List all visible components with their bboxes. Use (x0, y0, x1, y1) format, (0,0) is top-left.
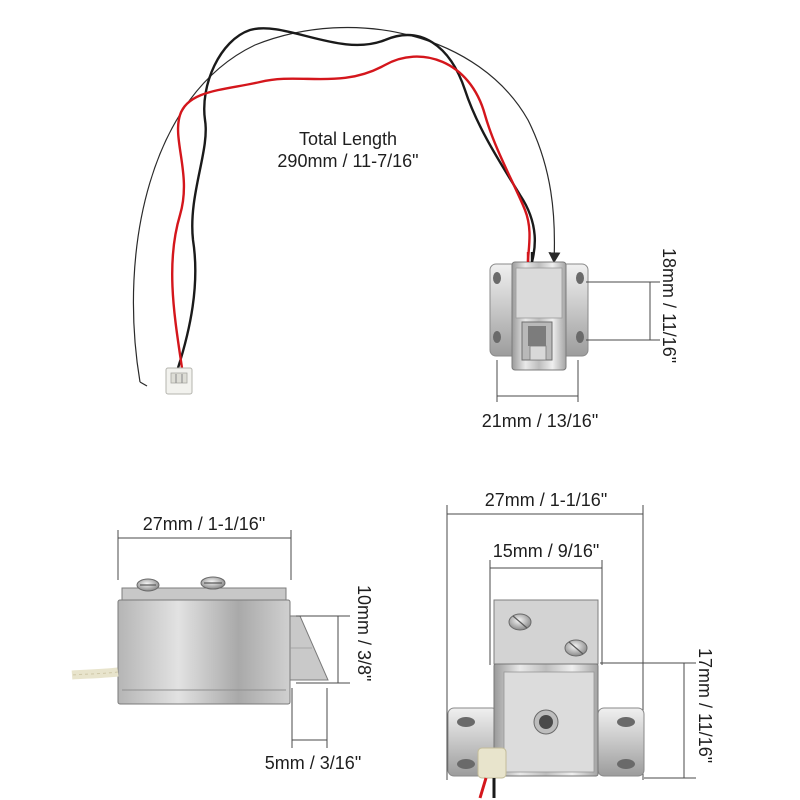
total-length-title: Total Length (298, 129, 398, 149)
total-length-value: 290mm / 11-7/16" (277, 151, 419, 171)
side-latch-height-label: 10mm / 3/8" (354, 585, 374, 682)
front-width-label: 27mm / 1-1/16" (484, 490, 608, 510)
dim-top-width (496, 360, 579, 402)
jst-connector (165, 367, 193, 395)
front-height-label: 17mm / 11/16" (695, 648, 715, 764)
lead-wires (170, 27, 537, 369)
top-height-label: 18mm / 11/16" (659, 248, 679, 364)
dim-front-height (600, 662, 696, 779)
side-length-label: 27mm / 1-1/16" (142, 514, 266, 534)
dim-front-body-width (489, 560, 603, 665)
lock-front-view (447, 599, 645, 799)
dim-top-height (586, 281, 660, 341)
lock-side-view (71, 576, 329, 705)
side-latch-depth-label: 5mm / 3/16" (264, 753, 362, 773)
dim-side-length (117, 530, 292, 580)
dim-side-latch-height (296, 615, 350, 684)
top-width-label: 21mm / 13/16" (481, 411, 599, 431)
lock-top-view (489, 252, 589, 371)
front-body-width-label: 15mm / 9/16" (492, 541, 600, 561)
dim-side-latch-depth (291, 688, 328, 748)
wire-length-arc (132, 26, 561, 387)
